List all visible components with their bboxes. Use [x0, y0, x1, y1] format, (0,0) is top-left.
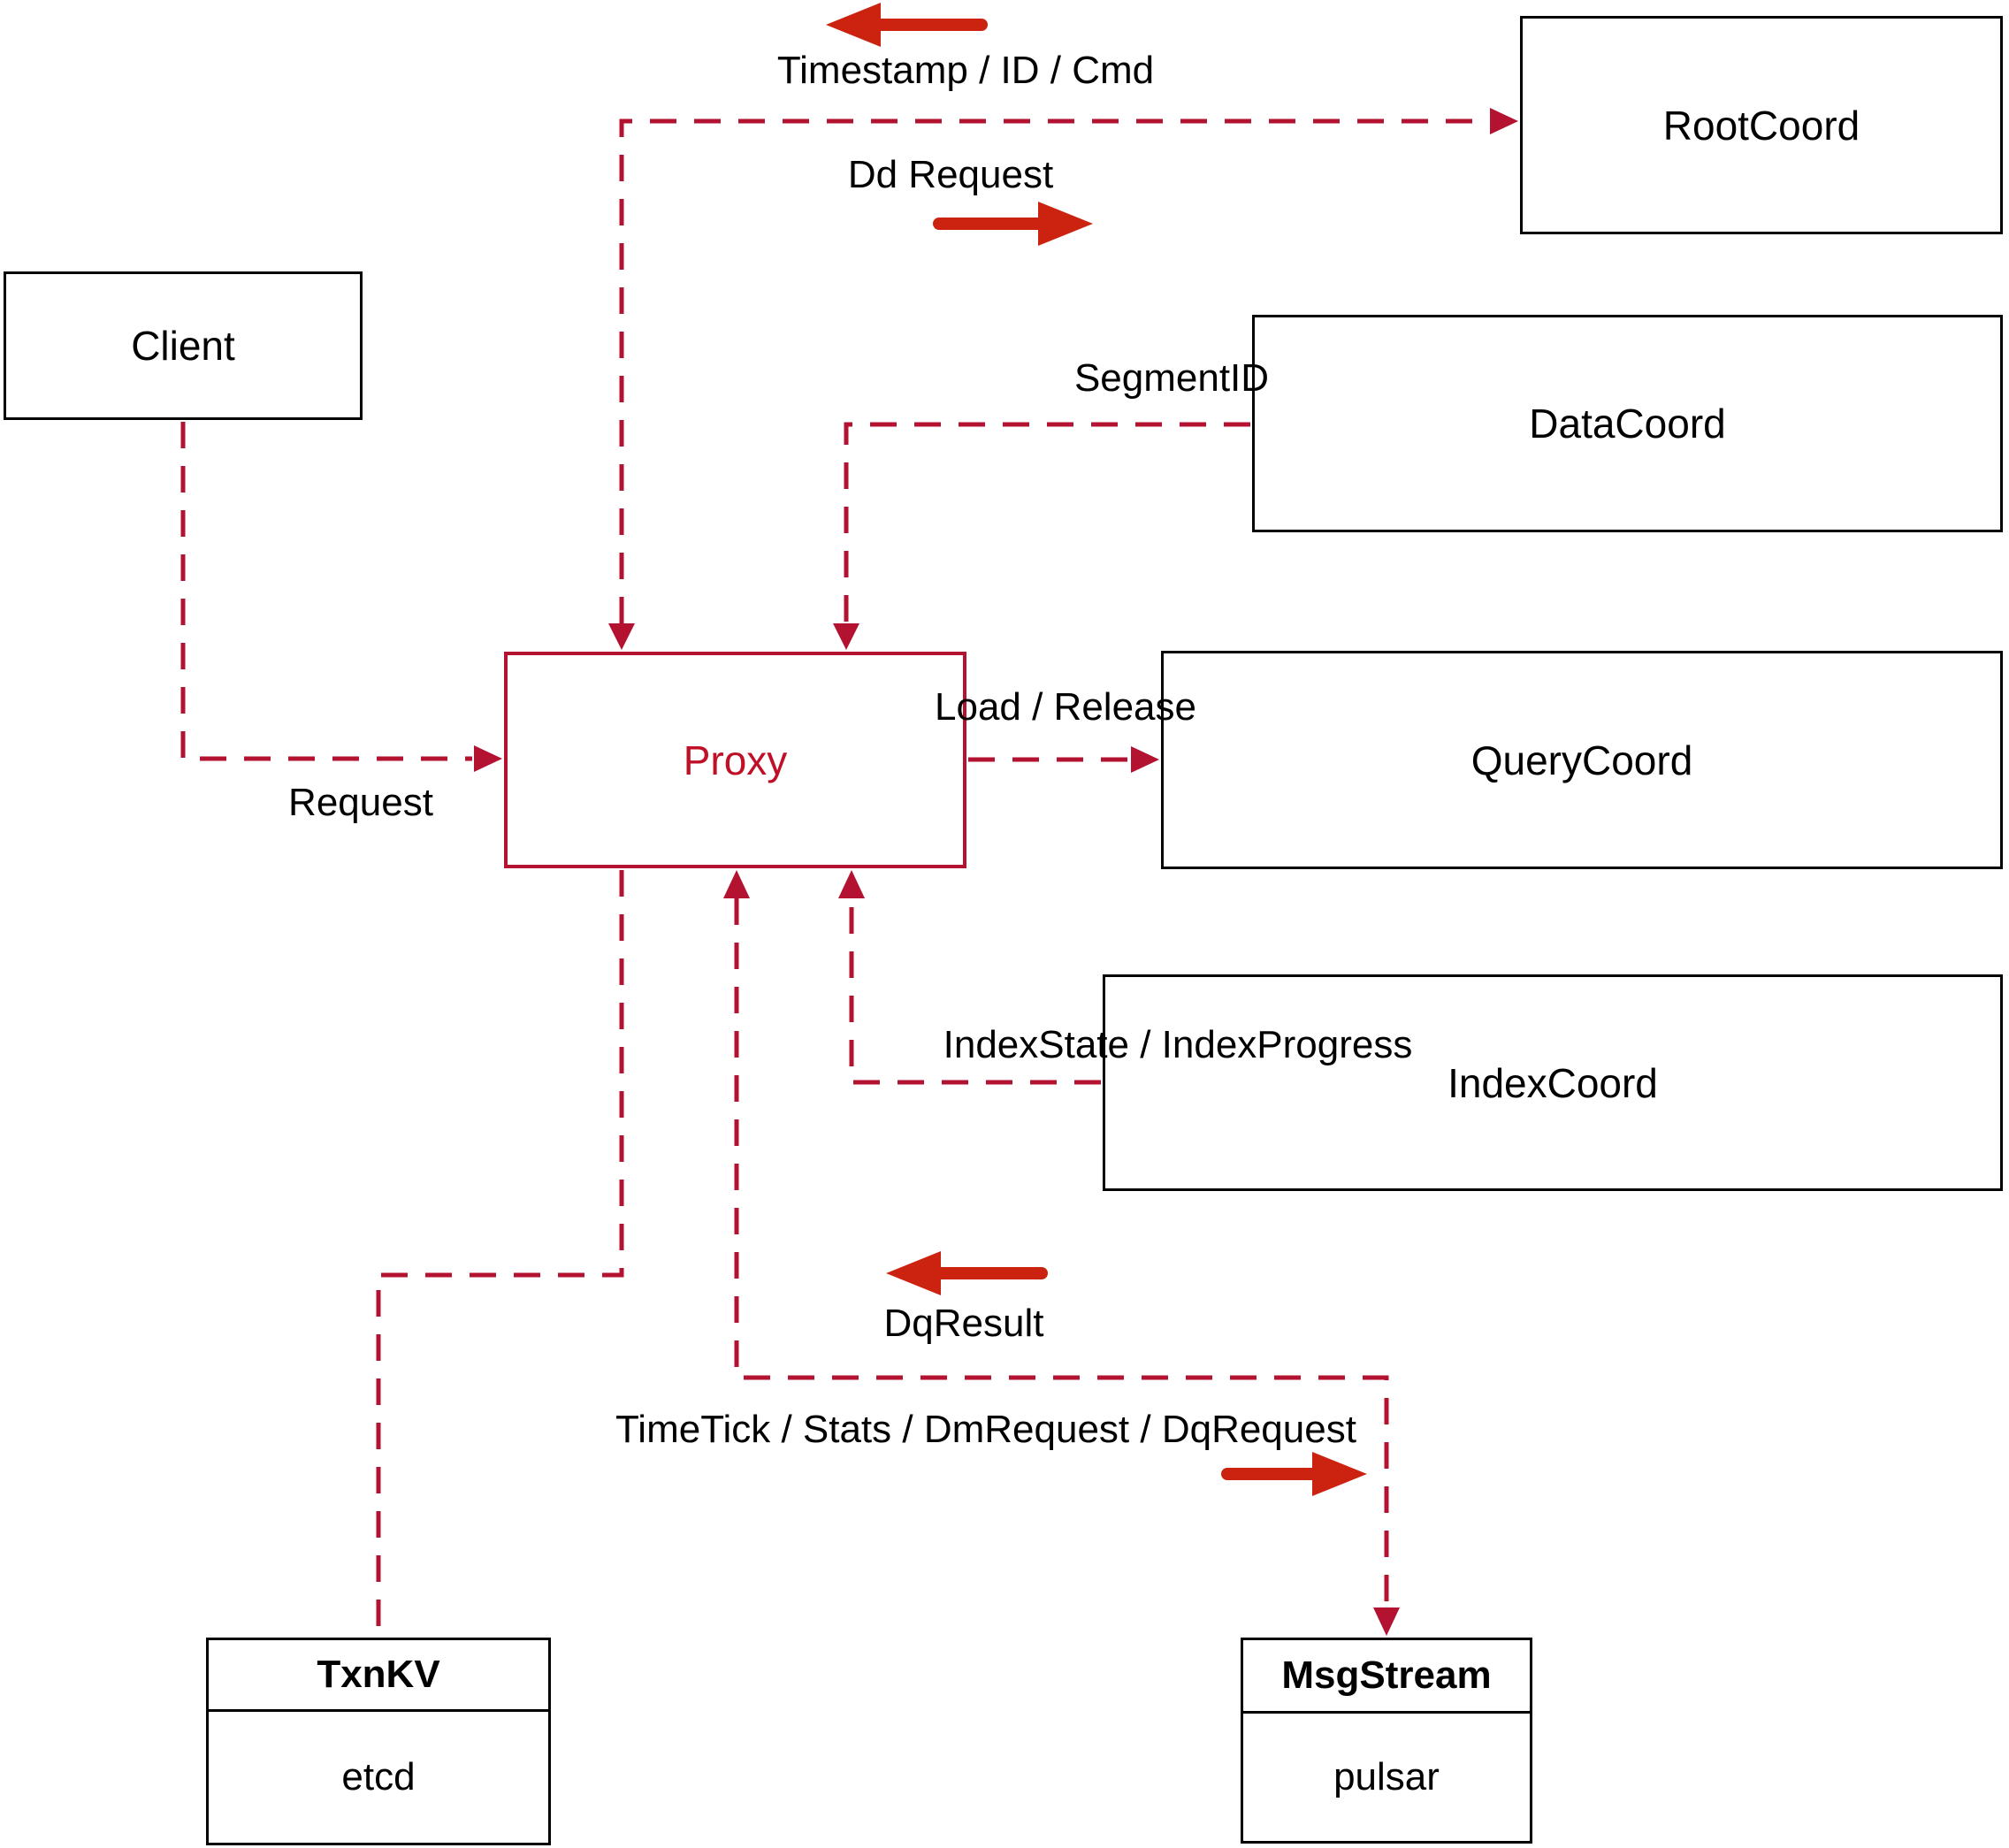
proxy-label: Proxy — [683, 737, 788, 783]
msgstream-subtitle: pulsar — [1333, 1755, 1440, 1798]
txnkv-title: TxnKV — [209, 1640, 548, 1712]
indexcoord-node: IndexCoord — [1103, 974, 2003, 1191]
arrowhead-into-rootcoord — [1490, 108, 1518, 134]
edge-label-indexstate-indexprogress: IndexState / IndexProgress — [943, 1023, 1413, 1066]
edge-label-dqresult: DqResult — [883, 1302, 1044, 1345]
dd-request-right-arrow-icon — [933, 202, 1093, 246]
arrowhead-into-querycoord — [1131, 746, 1159, 773]
edge-label-segmentid: SegmentID — [1073, 356, 1270, 400]
timetick-right-arrow-icon — [1221, 1452, 1367, 1496]
edge-label-request: Request — [288, 781, 433, 824]
rootcoord-node: RootCoord — [1520, 16, 2003, 234]
edge-proxy-to-txnkv — [376, 870, 624, 1636]
arrowhead-into-proxy-bottom-center — [723, 870, 750, 898]
datacoord-node: DataCoord — [1252, 315, 2003, 532]
edge-client-to-proxy — [180, 422, 472, 761]
edge-datacoord-to-proxy — [844, 422, 1250, 623]
querycoord-node: QueryCoord — [1161, 651, 2003, 869]
txnkv-subtitle: etcd — [341, 1755, 416, 1798]
querycoord-label: QueryCoord — [1470, 737, 1693, 783]
arrowhead-into-proxy-bottom-right — [838, 870, 865, 898]
rootcoord-label: RootCoord — [1662, 102, 1860, 149]
edge-label-timetick-stats: TimeTick / Stats / DmRequest / DqRequest — [615, 1408, 1356, 1451]
edge-label-timestamp-id-cmd: Timestamp / ID / Cmd — [776, 49, 1155, 92]
msgstream-node: MsgStream pulsar — [1241, 1638, 1532, 1844]
txnkv-node: TxnKV etcd — [206, 1638, 551, 1845]
dq-result-left-arrow-icon — [886, 1251, 1048, 1295]
indexcoord-label: IndexCoord — [1448, 1059, 1658, 1106]
client-node: Client — [4, 271, 363, 420]
datacoord-label: DataCoord — [1529, 401, 1726, 447]
arrowhead-into-proxy-left — [474, 745, 502, 772]
arrowhead-into-msgstream — [1373, 1607, 1400, 1636]
edge-label-dd-request: Dd Request — [847, 153, 1054, 196]
proxy-node: Proxy — [504, 652, 966, 868]
msgstream-title: MsgStream — [1243, 1640, 1530, 1714]
client-label: Client — [131, 323, 235, 369]
arrowhead-into-proxy-top-right — [833, 623, 859, 650]
timestamp-left-arrow-icon — [826, 3, 988, 47]
edge-label-load-release: Load / Release — [935, 685, 1196, 729]
arrowhead-into-proxy-top-left — [608, 623, 635, 650]
